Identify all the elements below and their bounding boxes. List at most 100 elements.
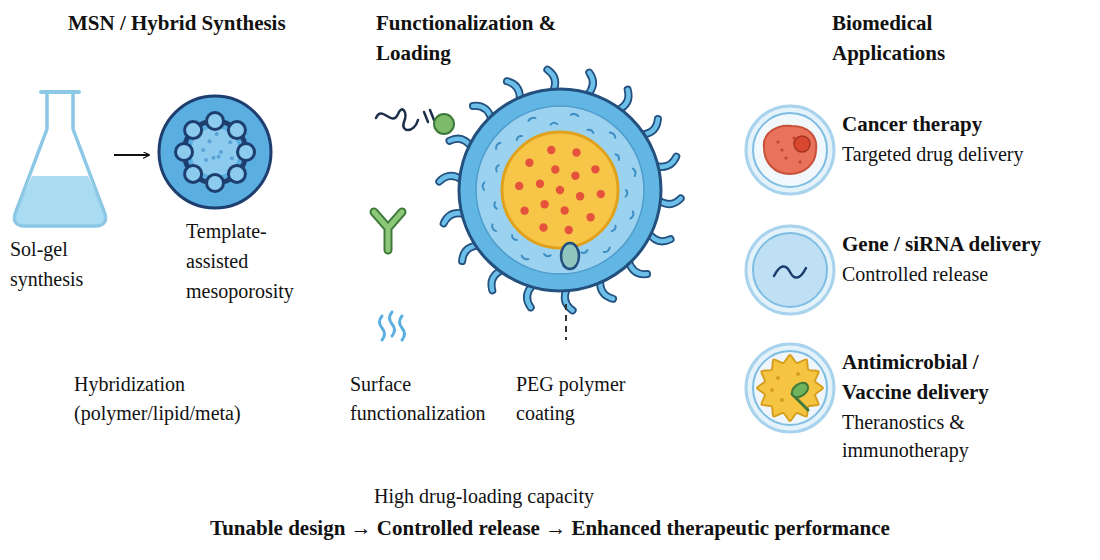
column-heading: Functionalization & Loading bbox=[376, 8, 561, 69]
nanoparticle bbox=[502, 132, 618, 248]
gene-icon bbox=[742, 222, 838, 318]
msn-icon bbox=[185, 165, 202, 182]
pore-texture bbox=[571, 114, 578, 116]
antibody-icon bbox=[374, 212, 402, 250]
msn-icon bbox=[176, 144, 193, 161]
drug-molecules bbox=[547, 146, 555, 154]
pore-texture bbox=[633, 169, 636, 176]
msn-icon bbox=[228, 165, 245, 182]
pore-texture bbox=[581, 250, 587, 253]
msn-icon bbox=[153, 86, 278, 216]
msn-icon bbox=[201, 148, 205, 152]
flask-icon bbox=[10, 84, 110, 234]
msn-icon bbox=[228, 140, 232, 144]
microbe-icon bbox=[796, 372, 800, 376]
pore-texture bbox=[544, 254, 550, 256]
node-body: Theranostics & immunotherapy bbox=[842, 408, 1022, 465]
ligand-icon bbox=[424, 110, 434, 122]
pore-texture bbox=[517, 136, 522, 140]
nanoparticle bbox=[561, 243, 579, 269]
drug-molecules bbox=[525, 159, 533, 167]
polymer-icon bbox=[390, 312, 395, 336]
pore-texture bbox=[587, 130, 593, 133]
application-item: Antimicrobial / Vaccine deliveryTheranos… bbox=[742, 340, 1022, 464]
nanoparticle bbox=[439, 70, 680, 311]
cancer-icon bbox=[798, 160, 801, 163]
msn-icon bbox=[204, 158, 208, 162]
pore-texture bbox=[512, 235, 517, 240]
gene-icon bbox=[746, 226, 834, 314]
microbe-icon bbox=[742, 340, 838, 436]
polymer-icon bbox=[380, 316, 385, 340]
pore-texture bbox=[604, 247, 610, 252]
pore-texture bbox=[483, 114, 636, 267]
node-title: Cancer therapy bbox=[842, 110, 1092, 140]
gene-icon bbox=[753, 233, 827, 307]
ligand-icon bbox=[376, 109, 454, 134]
microbe-icon bbox=[789, 380, 811, 400]
drug-molecules bbox=[540, 200, 548, 208]
drug-molecules bbox=[536, 180, 544, 188]
text-block: Antimicrobial / Vaccine deliveryTheranos… bbox=[842, 348, 1022, 464]
msn-icon bbox=[207, 113, 224, 130]
application-item: Gene / siRNA deliveryControlled release bbox=[742, 222, 1092, 318]
ligand-icon bbox=[434, 114, 454, 134]
msn-icon bbox=[238, 144, 255, 161]
microbe-icon bbox=[757, 355, 823, 421]
pore-texture bbox=[496, 143, 500, 149]
text-block: Gene / siRNA deliveryControlled release bbox=[842, 230, 1092, 288]
msn-icon bbox=[207, 139, 211, 143]
nanoparticle bbox=[459, 89, 661, 291]
msn-icon bbox=[230, 156, 234, 160]
cancer-icon bbox=[764, 126, 816, 174]
pore-texture bbox=[492, 225, 496, 232]
application-item: Cancer therapyTargeted drug delivery bbox=[742, 102, 1092, 198]
drug-molecules bbox=[572, 148, 580, 156]
cancer-icon bbox=[780, 148, 783, 151]
pore-texture bbox=[626, 190, 628, 197]
ligand-icon bbox=[376, 109, 418, 130]
msn-icon bbox=[219, 150, 223, 154]
flask-icon bbox=[14, 92, 105, 226]
drug-molecules bbox=[556, 186, 564, 194]
msn-icon bbox=[217, 155, 221, 159]
microbe-icon bbox=[770, 388, 774, 392]
process-arrow bbox=[114, 154, 149, 156]
polymer-icon bbox=[400, 316, 405, 340]
node-title: Antimicrobial / Vaccine delivery bbox=[842, 348, 1022, 408]
gene-icon bbox=[774, 266, 806, 277]
pore-texture bbox=[528, 118, 535, 121]
node-body: Targeted drug delivery bbox=[842, 140, 1092, 168]
drug-molecules bbox=[586, 213, 594, 221]
part-label: Surface functionalization bbox=[350, 370, 500, 428]
feature-note: High drug-loading capacity bbox=[374, 482, 644, 511]
cancer-icon bbox=[794, 136, 810, 152]
part-label: PEG polymer coating bbox=[516, 370, 646, 428]
cancer-icon bbox=[784, 156, 787, 159]
nanoparticle bbox=[476, 106, 644, 274]
microbe-icon bbox=[753, 351, 827, 425]
text-block: Sol-gel synthesis bbox=[10, 234, 110, 294]
msn-icon bbox=[215, 132, 219, 136]
cancer-icon bbox=[746, 106, 834, 194]
pore-texture bbox=[612, 226, 616, 231]
microbe-icon bbox=[780, 398, 784, 402]
drug-molecules bbox=[515, 182, 523, 190]
microbe-icon bbox=[746, 344, 834, 432]
pore-texture bbox=[630, 211, 633, 218]
pore-texture bbox=[483, 182, 485, 190]
peg-chains bbox=[439, 70, 680, 311]
pore-texture bbox=[616, 154, 619, 160]
drug-molecules bbox=[597, 190, 605, 198]
polymer-icon bbox=[380, 312, 405, 340]
msn-icon bbox=[211, 156, 215, 160]
pore-texture bbox=[551, 123, 558, 125]
cancer-icon bbox=[776, 140, 779, 143]
column-heading: MSN / Hybrid Synthesis bbox=[68, 8, 338, 38]
column-heading: Biomedical Applications bbox=[832, 8, 982, 69]
pore-texture bbox=[494, 202, 496, 208]
msn-icon bbox=[159, 96, 271, 208]
pore-texture bbox=[496, 165, 499, 171]
drug-molecules bbox=[551, 165, 559, 173]
